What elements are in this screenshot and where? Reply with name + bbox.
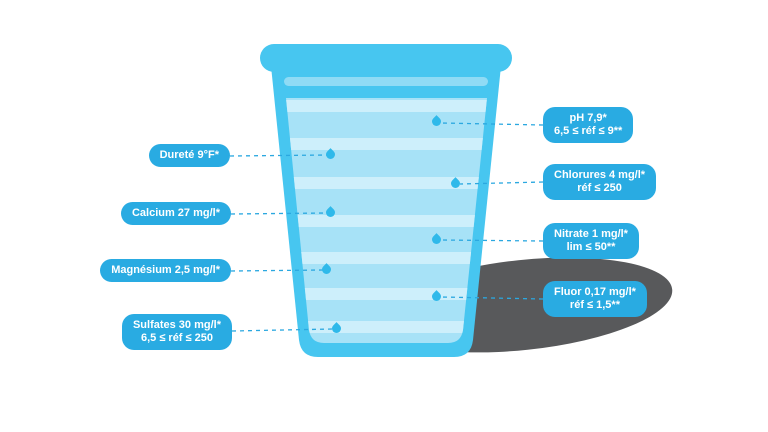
connector-chlorures (459, 181, 544, 185)
connector-lines (229, 122, 544, 332)
label-durete: Dureté 9°F* (148, 144, 230, 167)
label-sulfates-ref: 6,5 ≤ réf ≤ 250 (140, 332, 213, 344)
label-chlorures-text: Chlorures 4 mg/l* (554, 169, 646, 181)
label-ph-text: pH 7,9* (569, 112, 607, 124)
label-magnesium: Magnésium 2,5 mg/l* (100, 259, 231, 282)
label-nitrate-text: Nitrate 1 mg/l* (554, 228, 628, 240)
label-chlorures-ref: réf ≤ 250 (577, 182, 622, 194)
label-calcium: Calcium 27 mg/l* (120, 202, 231, 225)
label-ph-ref: 6,5 ≤ réf ≤ 9** (554, 125, 623, 137)
connector-ph (440, 122, 544, 126)
label-calcium-text: Calcium 27 mg/l* (131, 207, 220, 219)
label-magnesium-text: Magnésium 2,5 mg/l* (111, 264, 220, 276)
label-fluor: Fluor 0,17 mg/l* réf ≤ 1,5** (543, 281, 647, 317)
water-stripe (286, 252, 487, 264)
water-stripe (286, 100, 487, 112)
label-durete-text: Dureté 9°F* (159, 149, 219, 161)
water-stripe (286, 288, 487, 300)
water-stripes (286, 100, 487, 333)
connector-sulfates (231, 328, 334, 332)
connector-nitrate (440, 239, 544, 242)
label-fluor-ref: réf ≤ 1,5** (569, 299, 620, 311)
label-fluor-text: Fluor 0,17 mg/l* (554, 286, 636, 298)
label-chlorures: Chlorures 4 mg/l* réf ≤ 250 (543, 164, 657, 200)
water-stripe (286, 138, 487, 150)
water-stripe (286, 215, 487, 227)
connector-durete (229, 154, 328, 157)
label-sulfates-text: Sulfates 30 mg/l* (132, 319, 221, 331)
label-ph: pH 7,9* 6,5 ≤ réf ≤ 9** (543, 107, 634, 143)
label-nitrate-ref: lim ≤ 50** (566, 241, 616, 253)
label-nitrate: Nitrate 1 mg/l* lim ≤ 50** (543, 223, 639, 259)
connector-fluor (440, 296, 544, 300)
connector-calcium (230, 212, 328, 215)
glass-rim (260, 44, 512, 72)
label-sulfates: Sulfates 30 mg/l* 6,5 ≤ réf ≤ 250 (121, 314, 232, 350)
water-surface-line (284, 77, 488, 86)
water-stripe (286, 177, 487, 189)
